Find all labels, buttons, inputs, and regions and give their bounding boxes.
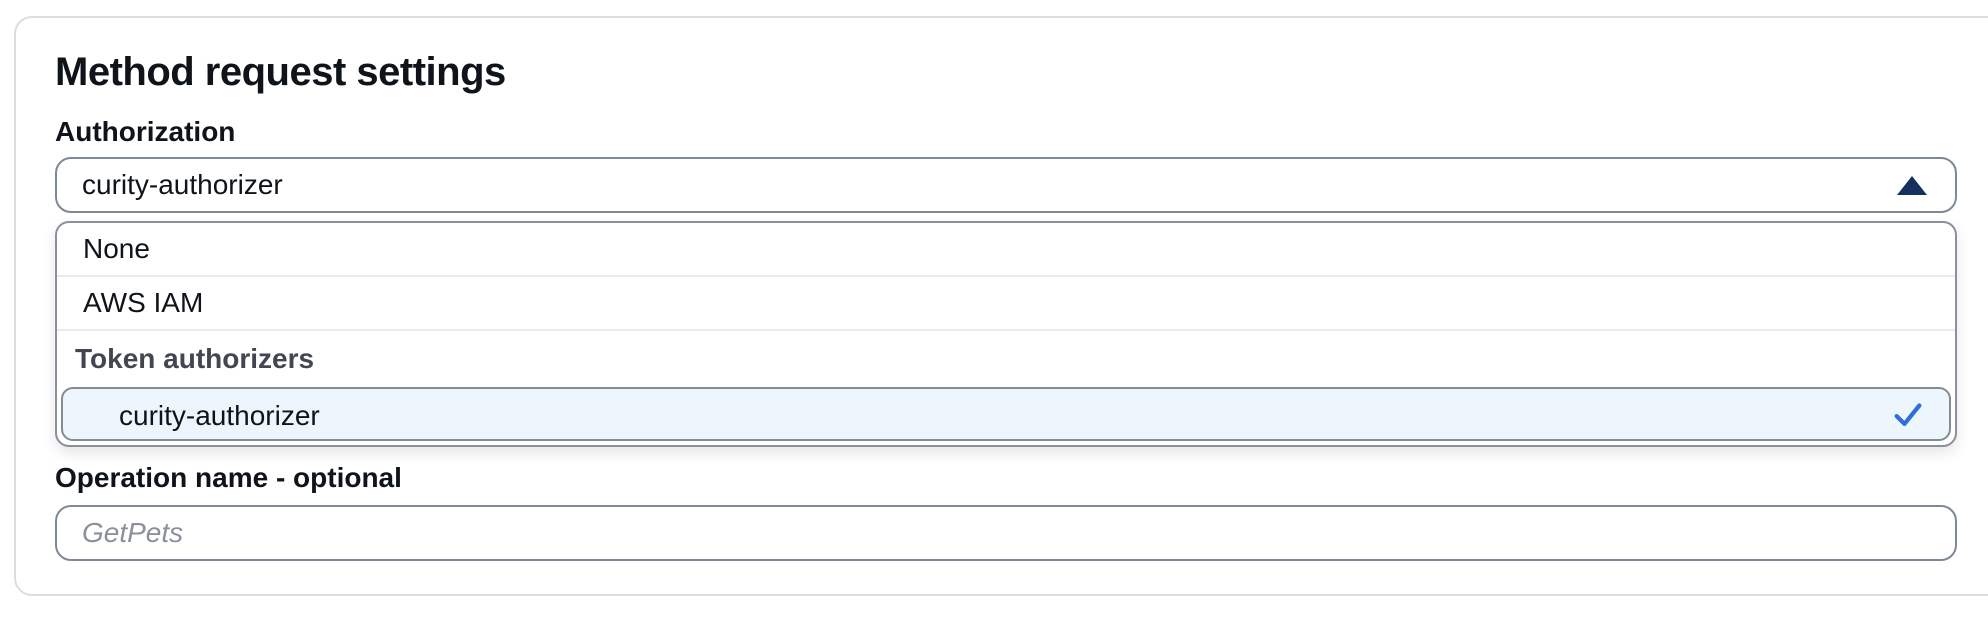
- dropdown-option-aws-iam[interactable]: AWS IAM: [57, 275, 1955, 329]
- operation-name-label: Operation name - optional: [55, 462, 402, 493]
- method-request-settings-card: Method request settings Authorization cu…: [14, 16, 1988, 596]
- authorization-select[interactable]: curity-authorizer: [55, 157, 1957, 213]
- dropdown-option-label: curity-authorizer: [119, 400, 320, 431]
- authorization-dropdown: None AWS IAM Token authorizers curity-au…: [55, 221, 1957, 447]
- caret-up-icon: [1897, 176, 1927, 195]
- check-icon: [1894, 403, 1922, 427]
- dropdown-option-none[interactable]: None: [83, 233, 150, 264]
- authorization-selected-value: curity-authorizer: [82, 169, 283, 200]
- card-content: Method request settings Authorization cu…: [16, 18, 1957, 561]
- operation-name-input[interactable]: [55, 505, 1957, 561]
- authorization-label: Authorization: [55, 116, 236, 147]
- dropdown-group-token-authorizers: Token authorizers: [57, 329, 1955, 387]
- dropdown-option-curity-authorizer[interactable]: curity-authorizer: [61, 387, 1951, 441]
- page-title: Method request settings: [55, 50, 506, 94]
